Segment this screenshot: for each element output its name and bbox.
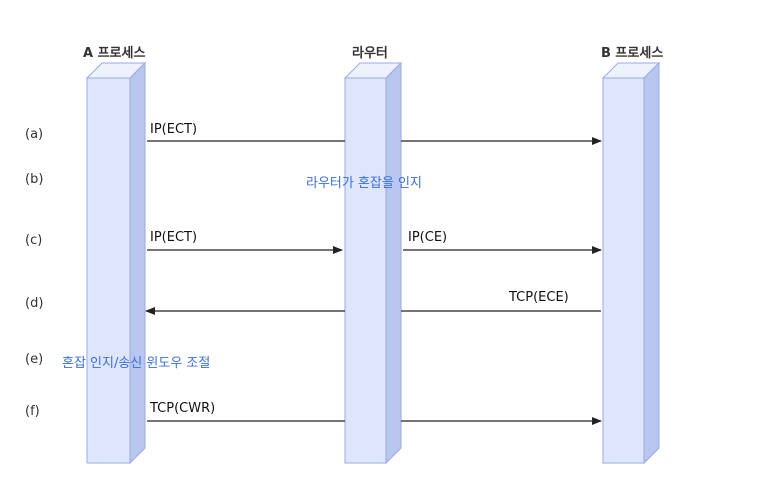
step-label-a: (a) — [25, 127, 44, 142]
step-label-b: (b) — [25, 172, 44, 187]
message-label-d: TCP(ECE) — [509, 290, 569, 305]
note-router-congestion: 라우터가 혼잡을 인지 — [306, 176, 422, 191]
step-label-f: (f) — [25, 404, 40, 419]
message-label-c-ip-ce: IP(CE) — [408, 230, 448, 245]
lifeline-router — [343, 61, 403, 465]
lifeline-a — [85, 61, 147, 465]
lifeline-b — [601, 61, 661, 465]
participant-b-label: B 프로세스 — [601, 46, 664, 61]
message-label-c-ip-ect: IP(ECT) — [150, 230, 198, 245]
step-label-e: (e) — [25, 352, 44, 367]
note-window-adjust: 혼잡 인지/송신 윈도우 조절 — [62, 356, 211, 371]
message-label-f: TCP(CWR) — [150, 401, 216, 416]
step-label-c: (c) — [25, 233, 43, 248]
participant-a-label: A 프로세스 — [83, 46, 146, 61]
message-label-a: IP(ECT) — [150, 122, 198, 137]
participant-router-label: 라우터 — [352, 46, 388, 61]
step-label-d: (d) — [25, 296, 44, 311]
